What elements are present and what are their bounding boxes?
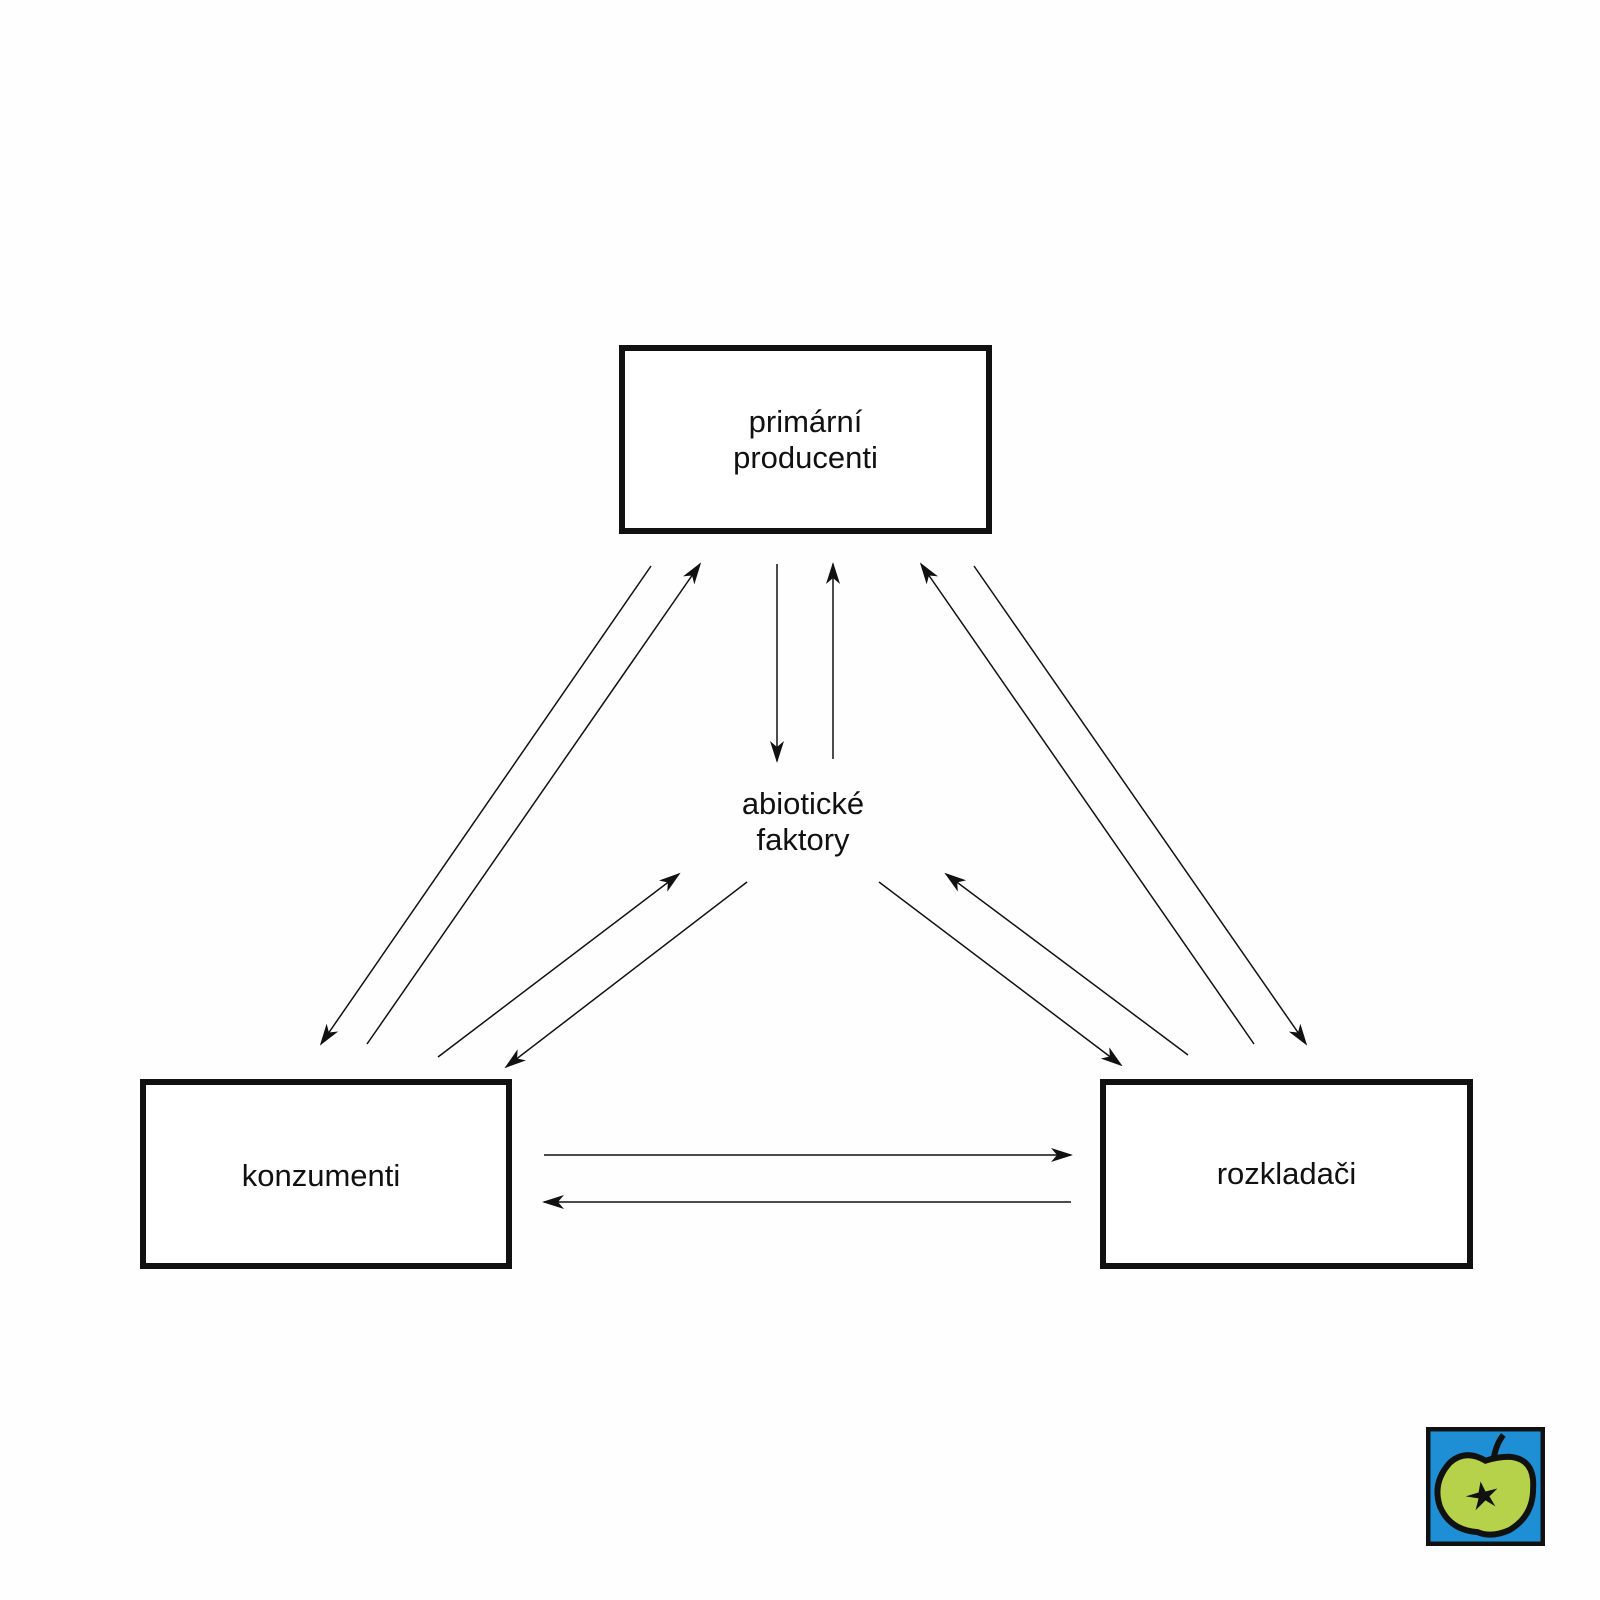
arrow-consumers-to-producers — [366, 562, 702, 1045]
producers-box: primární producenti — [619, 345, 992, 534]
abiotic-label-line2: faktory — [756, 822, 850, 857]
arrow-decomposers-to-producers — [919, 562, 1255, 1045]
arrow-consumers-to-abiotic — [437, 872, 681, 1058]
arrow-abiotic-to-decomposers — [878, 881, 1123, 1067]
consumers-box: konzumenti — [140, 1079, 512, 1269]
abiotic-label-line1: abiotické — [741, 786, 865, 821]
arrow-producers-to-consumers — [319, 565, 652, 1046]
arrow-producers-to-decomposers — [973, 565, 1308, 1046]
decomposers-box: rozkladači — [1100, 1079, 1473, 1269]
arrow-decomposers-to-abiotic — [944, 872, 1189, 1056]
consumers-label: konzumenti — [241, 1158, 401, 1193]
producers-label-line1: primární — [748, 403, 863, 439]
arrow-abiotic-to-consumers — [504, 881, 748, 1069]
decomposers-label: rozkladači — [1216, 1156, 1357, 1191]
producers-label-line2: producenti — [733, 439, 878, 475]
abiotic-factors: abiotické faktory — [683, 786, 923, 858]
apple-logo-icon — [1426, 1427, 1545, 1546]
